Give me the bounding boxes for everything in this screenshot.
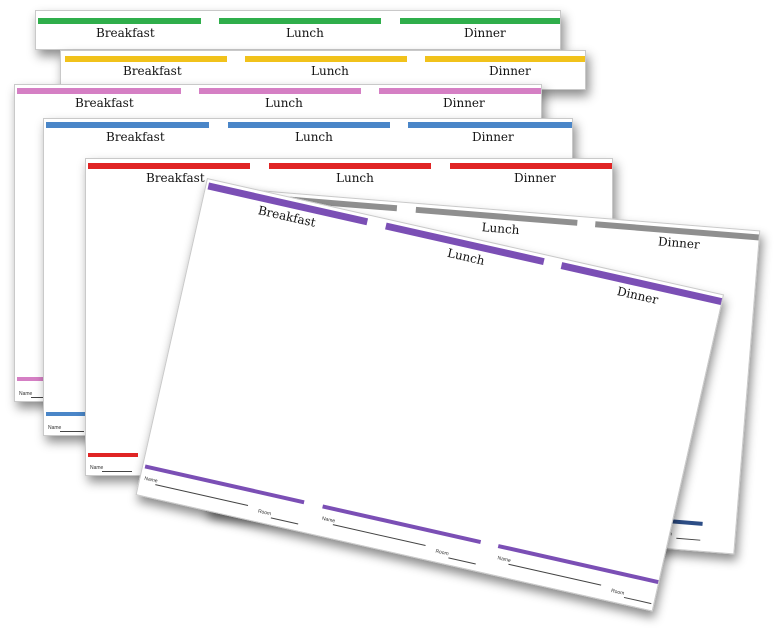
header-bar <box>46 122 209 128</box>
header-bar <box>269 163 431 169</box>
placemat-sheet-yellow: Breakfast Lunch Dinner <box>60 50 586 90</box>
room-field-line <box>623 596 652 605</box>
header-bar <box>450 163 612 169</box>
name-field-label: Name <box>321 515 336 525</box>
dinner-label: Dinner <box>514 171 556 185</box>
footer-bar <box>144 464 305 505</box>
room-field-line <box>270 517 299 525</box>
footer-bar <box>17 377 45 381</box>
name-field-label: Name <box>48 425 62 431</box>
lunch-label: Lunch <box>336 171 374 185</box>
breakfast-label: Breakfast <box>123 64 182 78</box>
room-field-line <box>448 557 476 565</box>
header-bar <box>219 18 381 24</box>
name-field-label: Name <box>19 391 33 397</box>
footer-bar <box>497 544 660 585</box>
lunch-label: Lunch <box>481 220 520 238</box>
lunch-label: Lunch <box>311 64 349 78</box>
header-bar <box>245 56 407 62</box>
header-bar <box>400 18 560 24</box>
name-field-label: Name <box>143 475 159 485</box>
room-field-line <box>676 537 701 541</box>
header-bar <box>88 163 250 169</box>
footer-bar <box>322 504 482 545</box>
header-bar <box>379 88 541 94</box>
name-field-label: Name <box>90 465 104 471</box>
name-field-label: Name <box>496 555 512 565</box>
placemat-sheet-green: Breakfast Lunch Dinner <box>35 10 561 50</box>
breakfast-label: Breakfast <box>75 96 134 110</box>
dinner-label: Dinner <box>657 234 701 252</box>
lunch-label: Lunch <box>265 96 303 110</box>
dinner-label: Dinner <box>464 26 506 40</box>
dinner-label: Dinner <box>472 130 514 144</box>
lunch-label: Lunch <box>286 26 324 40</box>
breakfast-label: Breakfast <box>146 171 205 185</box>
dinner-label: Dinner <box>489 64 531 78</box>
name-field-line <box>60 431 84 432</box>
room-field-label: Room <box>257 508 272 518</box>
header-bar <box>228 122 390 128</box>
breakfast-label: Breakfast <box>96 26 155 40</box>
header-bar <box>38 18 201 24</box>
dinner-label: Dinner <box>443 96 485 110</box>
name-field-line <box>102 471 132 472</box>
lunch-label: Lunch <box>295 130 333 144</box>
header-bar <box>425 56 585 62</box>
header-bar <box>17 88 181 94</box>
room-field-label: Room <box>610 588 625 597</box>
breakfast-label: Breakfast <box>106 130 165 144</box>
header-bar <box>199 88 361 94</box>
header-bar <box>65 56 227 62</box>
footer-bar <box>88 453 138 457</box>
header-bar <box>408 122 572 128</box>
footer-bar <box>46 412 86 416</box>
room-field-label: Room <box>434 548 450 558</box>
name-field-line <box>31 397 45 398</box>
